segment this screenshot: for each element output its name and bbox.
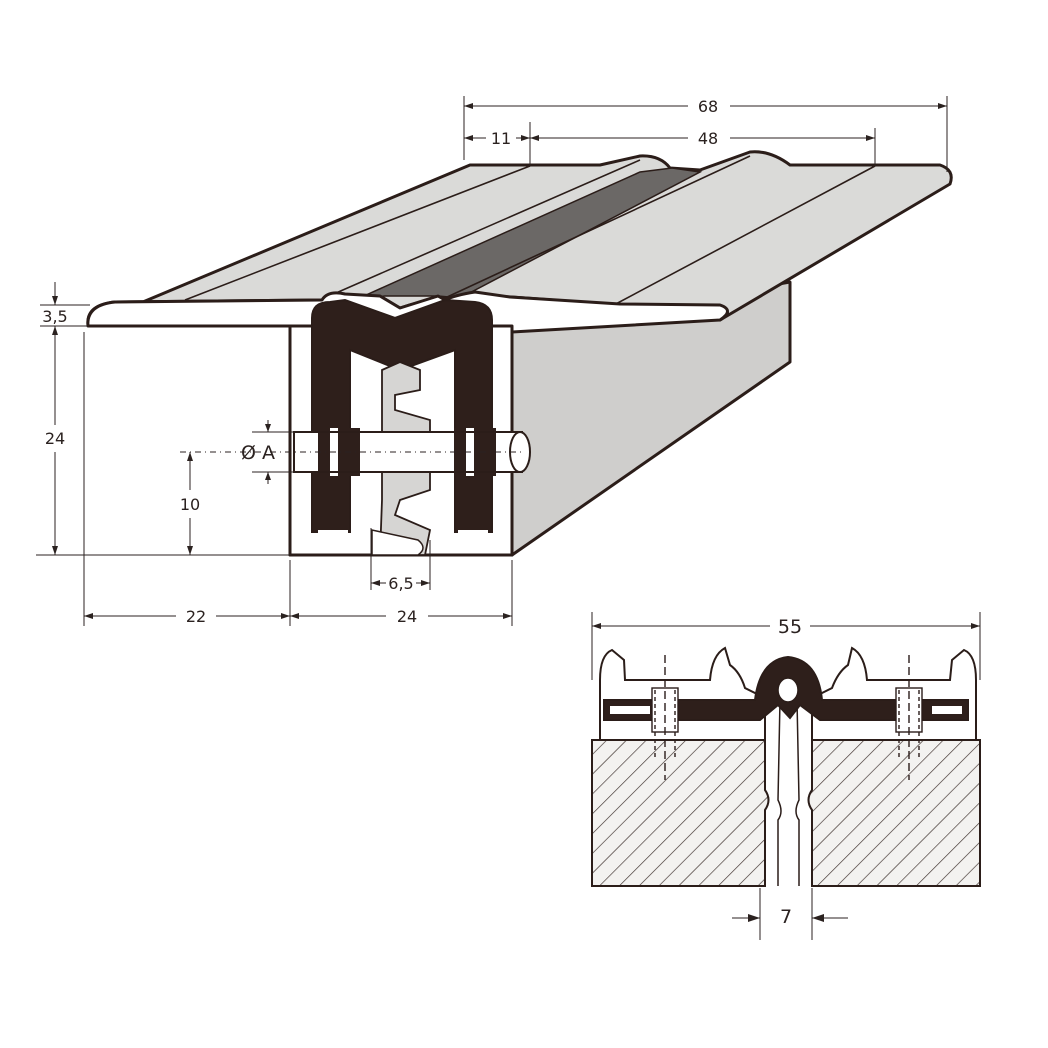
detail-label-gap-width: 7 bbox=[780, 906, 792, 928]
dimension-6-5: 6,5 bbox=[370, 528, 431, 593]
detail-section-view: 55 7 bbox=[591, 612, 981, 940]
dimension-11: 11 bbox=[464, 122, 531, 165]
dim-label-left-offset: 22 bbox=[186, 607, 206, 626]
dim-label-left-flange: 11 bbox=[491, 129, 511, 148]
dim-label-right-flange: 48 bbox=[698, 129, 718, 148]
dimension-68: 68 bbox=[463, 96, 948, 172]
detail-bolt-left bbox=[651, 655, 679, 780]
dim-label-overall-width: 68 bbox=[698, 97, 718, 116]
dimension-48: 48 bbox=[530, 128, 876, 166]
dimension-22-24: 22 24 bbox=[83, 332, 513, 626]
rubber-insert bbox=[311, 298, 493, 533]
detail-dimension-7: 7 bbox=[732, 888, 848, 940]
top-ridge-line-3 bbox=[319, 159, 641, 301]
profile-3d-view bbox=[86, 150, 953, 557]
detail-profile-left bbox=[599, 646, 766, 741]
top-ridge-line-2 bbox=[611, 165, 876, 307]
substrate-right bbox=[807, 739, 981, 887]
dim-label-hole-height: 10 bbox=[180, 495, 200, 514]
detail-bolt-right bbox=[895, 655, 923, 780]
detail-label-overall-width: 55 bbox=[778, 616, 802, 638]
detail-dimension-55: 55 bbox=[591, 612, 981, 680]
joint-gap bbox=[777, 699, 782, 886]
detail-profile-right bbox=[811, 646, 977, 741]
dimension-24-height: 24 bbox=[36, 326, 290, 556]
insert-slot-right bbox=[458, 530, 488, 534]
dim-label-height: 24 bbox=[45, 429, 65, 448]
dimension-10: 10 bbox=[180, 451, 525, 555]
top-ridge-line-4 bbox=[444, 155, 751, 299]
dim-label-body-width: 24 bbox=[397, 607, 417, 626]
substrate-left bbox=[591, 739, 770, 887]
dim-label-top-thickness: 3,5 bbox=[42, 307, 67, 326]
insert-slot-left bbox=[318, 530, 348, 534]
dimension-diameter: Ø A bbox=[241, 420, 300, 484]
dim-label-groove-width: 6,5 bbox=[388, 574, 413, 593]
top-ridge-line-1 bbox=[184, 165, 531, 301]
dimension-3-5: 3,5 bbox=[40, 282, 90, 327]
bolt-hole bbox=[293, 428, 531, 476]
dim-label-hole-diameter: Ø A bbox=[241, 442, 275, 464]
groove-notch bbox=[371, 529, 424, 556]
